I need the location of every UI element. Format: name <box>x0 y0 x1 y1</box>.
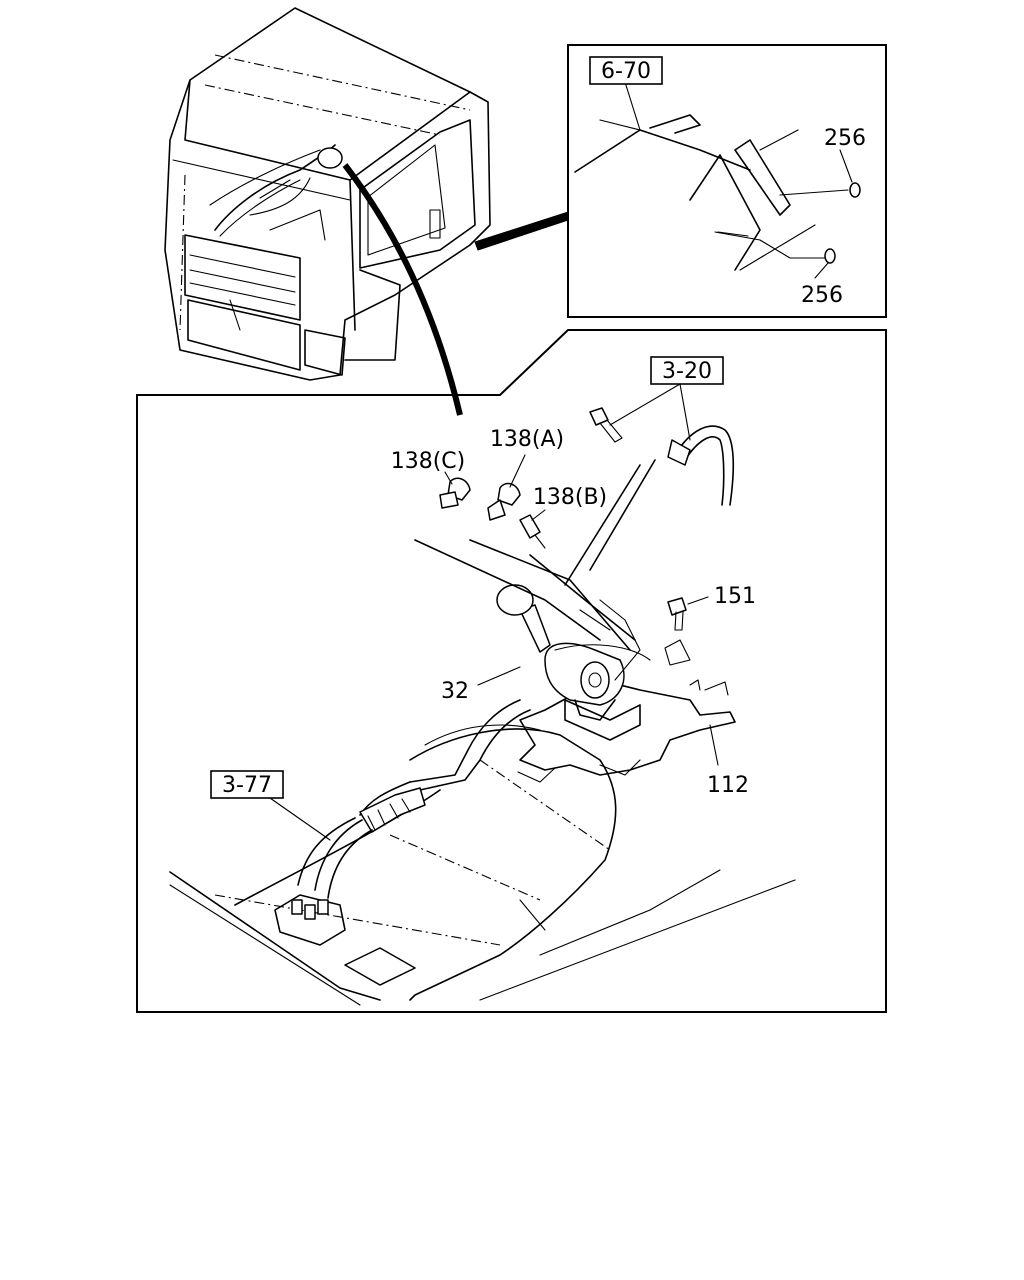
ref-label-6-70: 6-70 <box>601 59 651 84</box>
hose-clip <box>667 439 691 466</box>
cab-floor-panel <box>169 724 796 1006</box>
bolt-151 <box>667 597 687 631</box>
part-label-138-a: 138(A) <box>490 427 564 452</box>
ref-label-3-20: 3-20 <box>662 359 712 384</box>
hose-line-inner <box>684 436 725 506</box>
ref-label-3-77: 3-77 <box>222 773 272 798</box>
bolt-3-20 <box>589 407 623 443</box>
part-label-138-b: 138(B) <box>533 485 607 510</box>
switch-138-b <box>519 514 546 549</box>
part-label-138-c: 138(C) <box>391 449 466 474</box>
part-label-151: 151 <box>714 584 756 609</box>
part-label-32: 32 <box>441 679 469 704</box>
main-detail-frame <box>136 329 887 1013</box>
ref-box-3-20 <box>650 356 724 385</box>
ref-box-3-77 <box>210 770 284 799</box>
part-label-112: 112 <box>707 773 749 798</box>
part-label-256-lower: 256 <box>801 283 843 308</box>
callout-leaders <box>269 81 853 841</box>
truck-cab-illustration <box>164 7 569 416</box>
part-label-256-upper: 256 <box>824 126 866 151</box>
hose-line <box>674 425 735 506</box>
switch-138-c <box>439 477 471 509</box>
shift-lever-assembly <box>274 459 736 946</box>
ref-box-6-70 <box>589 56 663 85</box>
switch-138-a <box>487 482 521 521</box>
inset-detail-panel <box>567 44 887 318</box>
